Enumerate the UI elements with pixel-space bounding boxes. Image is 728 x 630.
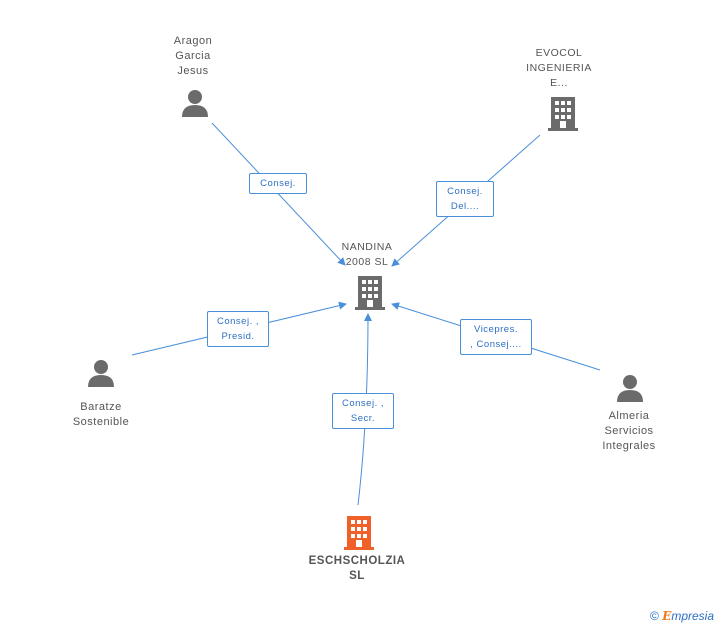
- copyright-icon: ©: [650, 609, 659, 623]
- node-label-center[interactable]: NANDINA 2008 SL: [341, 241, 393, 268]
- node-label-baratze[interactable]: Baratze Sostenible: [72, 401, 130, 428]
- empresia-logo-text: mpresia: [671, 609, 715, 623]
- person-icon-baratze: [88, 360, 114, 387]
- node-label-evocol[interactable]: EVOCOL INGENIERIA E...: [526, 47, 592, 89]
- edge-label-evocol[interactable]: Consej. Del....: [436, 181, 494, 217]
- node-label-almeria[interactable]: Almeria Servicios Integrales: [602, 410, 656, 452]
- empresia-logo-e: E: [662, 609, 672, 623]
- building-icon-evocol: [548, 97, 578, 131]
- edge-line-aragon: [211, 122, 346, 266]
- edge-label-aragon[interactable]: Consej.: [249, 173, 307, 194]
- node-label-aragon[interactable]: Aragon Garcia Jesus: [173, 35, 213, 77]
- empresia-watermark[interactable]: © Empresia: [650, 609, 714, 623]
- edge-label-eschscholzia[interactable]: Consej. , Secr.: [332, 393, 394, 429]
- person-icon-aragon: [182, 90, 208, 117]
- node-label-eschscholzia[interactable]: ESCHSCHOLZIA SL: [308, 555, 406, 582]
- edge-label-almeria[interactable]: Vicepres. , Consej....: [460, 319, 532, 355]
- building-icon-center: [355, 276, 385, 310]
- edge-label-baratze[interactable]: Consej. , Presid.: [207, 311, 269, 347]
- building-icon-eschscholzia: [344, 516, 374, 550]
- person-icon-almeria: [617, 375, 643, 402]
